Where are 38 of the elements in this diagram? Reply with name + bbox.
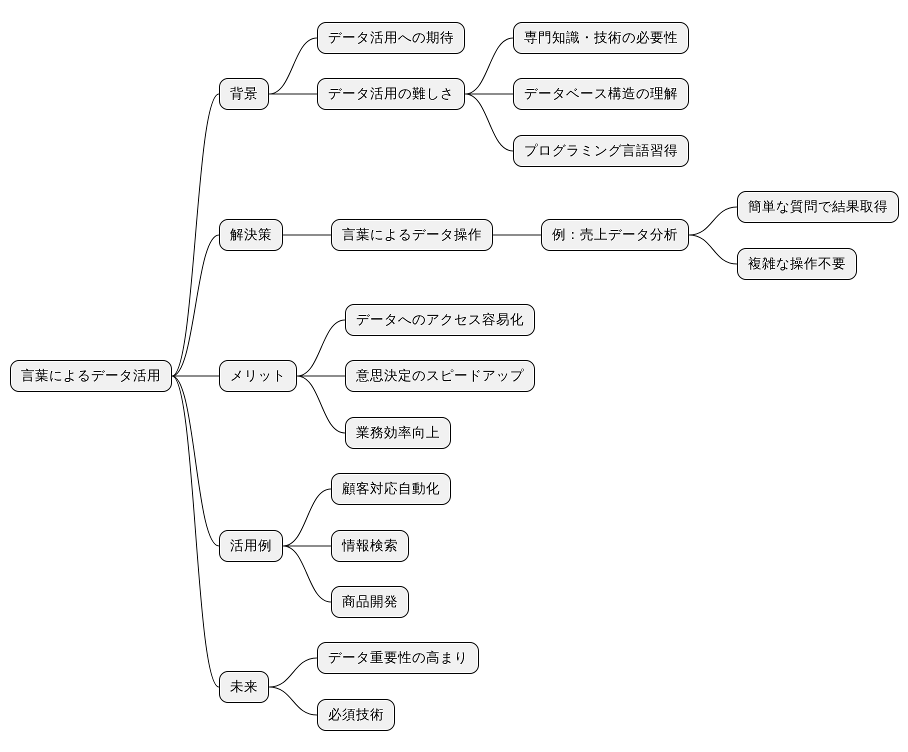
topic-box: 簡単な質問で結果取得 [737, 191, 899, 223]
connector-line [172, 234, 220, 376]
connector-line [172, 94, 220, 376]
connector-line [282, 546, 332, 602]
topic-box: 必須技術 [317, 699, 395, 731]
topic-box: メリット [219, 360, 297, 392]
connector-line [296, 320, 346, 376]
topic-box: データ重要性の高まり [317, 642, 479, 674]
connector-line [464, 94, 514, 152]
connector-line [282, 488, 332, 546]
topic-box: 活用例 [219, 530, 283, 562]
connector-line [464, 38, 514, 94]
connector-line [268, 38, 318, 94]
topic-box: 例：売上データ分析 [541, 219, 689, 251]
connector-line [172, 376, 220, 546]
topic-box: 意思決定のスピードアップ [345, 360, 535, 392]
topic-box: 専門知識・技術の必要性 [513, 22, 689, 54]
connector-line [282, 234, 332, 236]
connector-line [268, 686, 318, 716]
topic-box: データベース構造の理解 [513, 78, 689, 110]
connector-line [296, 376, 346, 434]
topic-box: 顧客対応自動化 [331, 473, 451, 505]
topic-box: 言葉によるデータ活用 [10, 360, 172, 392]
topic-box: 背景 [219, 78, 269, 110]
topic-box: 解決策 [219, 219, 283, 251]
topic-box: データへのアクセス容易化 [345, 304, 535, 336]
topic-box: 複雑な操作不要 [737, 248, 857, 280]
topic-box: 商品開発 [331, 586, 409, 618]
connector-line [492, 234, 542, 236]
connector-line [172, 376, 220, 688]
topic-box: データ活用の難しさ [317, 78, 465, 110]
topic-box: 情報検索 [331, 530, 409, 562]
topic-box: プログラミング言語習得 [513, 135, 689, 167]
topic-box: 言葉によるデータ操作 [331, 219, 493, 251]
topic-box: 業務効率向上 [345, 417, 451, 449]
connector-line [688, 234, 738, 264]
topic-box: 未来 [219, 671, 269, 703]
topic-box: データ活用への期待 [317, 22, 465, 54]
